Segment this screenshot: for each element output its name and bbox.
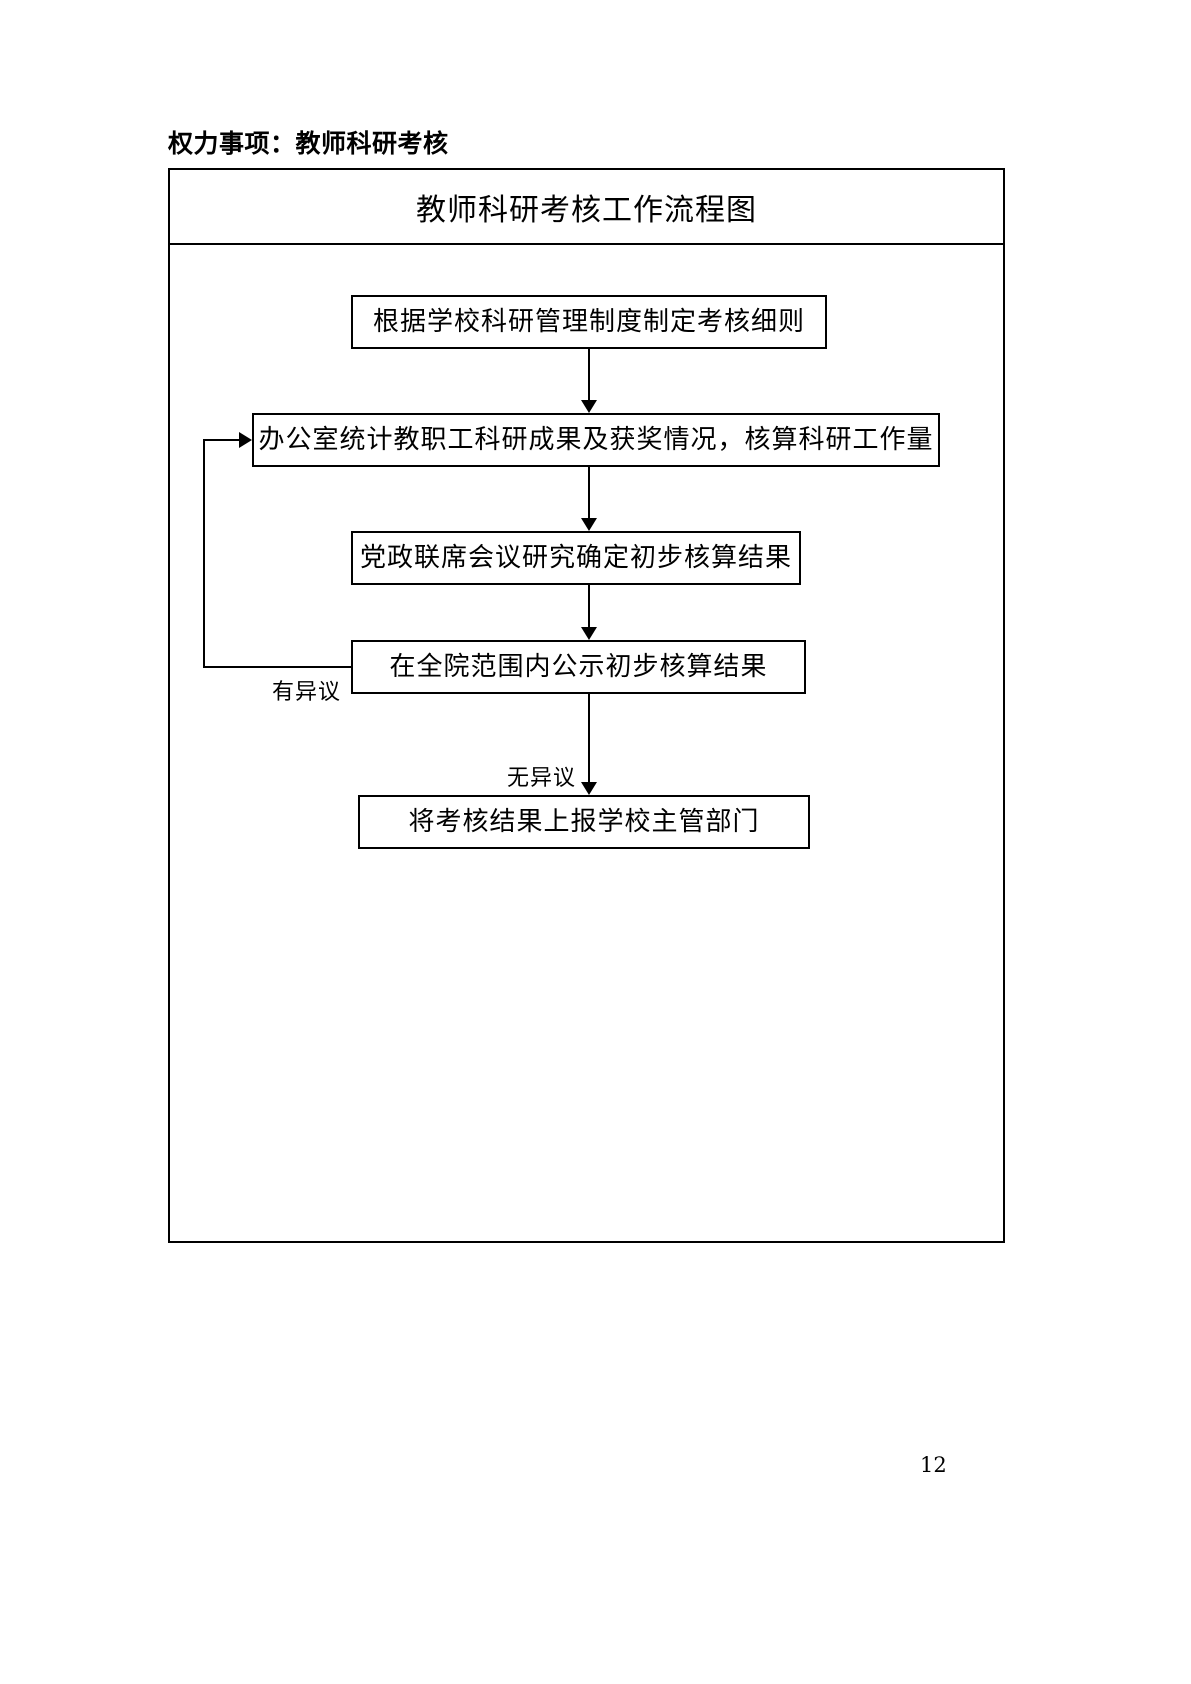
edge-label-no-dissent: 无异议 <box>507 766 577 791</box>
process-node-joint-meeting[interactable]: 党政联席会议研究确定初步核算结果 <box>351 531 801 585</box>
flowchart-frame: 教师科研考核工作流程图 根据学校科研管理制度制定考核细则 办公室统计教职工科研成… <box>168 168 1005 1243</box>
feedback-loop-vertical-segment <box>203 439 205 668</box>
process-node-label: 办公室统计教职工科研成果及获奖情况，核算科研工作量 <box>258 425 934 455</box>
process-node-label: 将考核结果上报学校主管部门 <box>408 807 760 837</box>
connector-node1-node2 <box>588 349 590 400</box>
page-number: 12 <box>920 1453 947 1477</box>
feedback-loop-bottom-segment <box>203 666 353 668</box>
process-node-public-announcement[interactable]: 在全院范围内公示初步核算结果 <box>351 640 806 694</box>
flowchart-canvas: 根据学校科研管理制度制定考核细则 办公室统计教职工科研成果及获奖情况，核算科研工… <box>170 245 1003 1241</box>
arrowhead-down-icon <box>581 518 597 531</box>
feedback-loop-top-segment <box>203 439 239 441</box>
process-node-label: 党政联席会议研究确定初步核算结果 <box>359 543 792 573</box>
process-node-label: 根据学校科研管理制度制定考核细则 <box>372 307 805 337</box>
process-node-label: 在全院范围内公示初步核算结果 <box>389 652 768 682</box>
arrowhead-down-icon <box>581 782 597 795</box>
arrowhead-down-icon <box>581 400 597 413</box>
process-node-report-result[interactable]: 将考核结果上报学校主管部门 <box>358 795 810 849</box>
flowchart-title-band: 教师科研考核工作流程图 <box>170 170 1003 245</box>
connector-node3-node4 <box>588 585 590 627</box>
process-node-office-statistics[interactable]: 办公室统计教职工科研成果及获奖情况，核算科研工作量 <box>252 413 940 467</box>
connector-node4-node5 <box>588 694 590 782</box>
arrowhead-down-icon <box>581 627 597 640</box>
flowchart-title: 教师科研考核工作流程图 <box>416 192 757 228</box>
edge-label-dissent: 有异议 <box>272 680 342 705</box>
page-title: 权力事项：教师科研考核 <box>168 129 449 158</box>
process-node-define-rules[interactable]: 根据学校科研管理制度制定考核细则 <box>351 295 827 349</box>
connector-node2-node3 <box>588 467 590 518</box>
arrowhead-right-icon <box>239 432 252 448</box>
